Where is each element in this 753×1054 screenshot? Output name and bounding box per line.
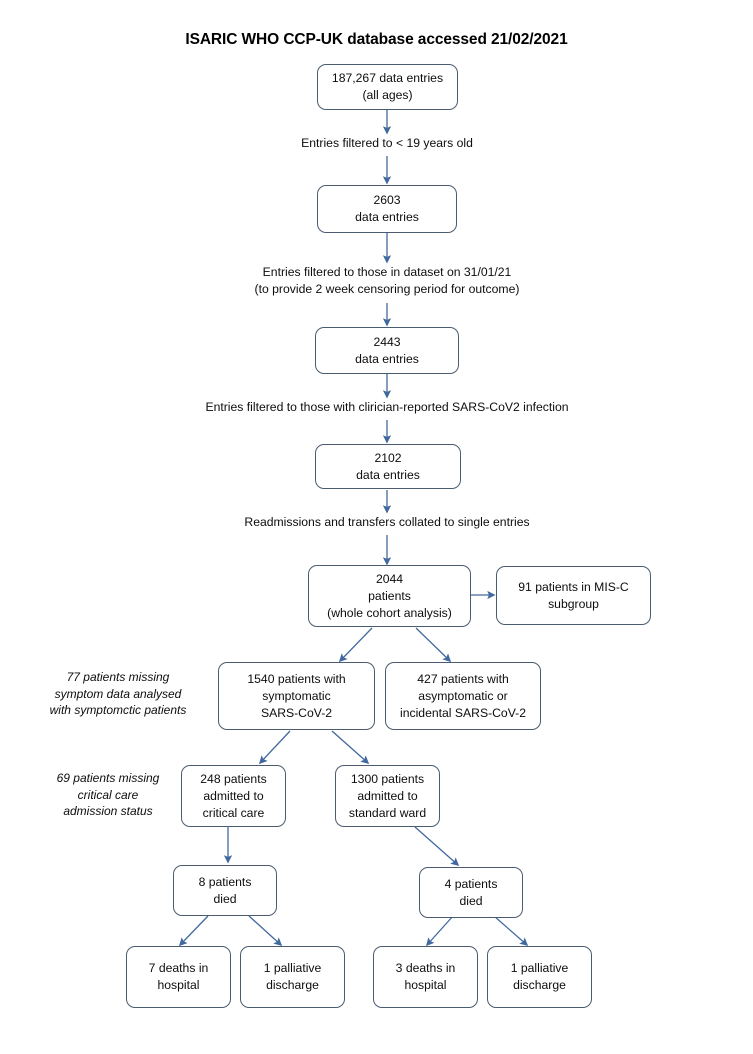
node-all-entries-label: 187,267 data entries(all ages) (331, 71, 444, 102)
node-all-entries: 187,267 data entries(all ages) (317, 64, 458, 110)
step-label-filter-dataset: Entries filtered to those in dataset on … (254, 265, 520, 296)
step-label-collate-readmissions: Readmissions and transfers collated to s… (244, 515, 530, 529)
step-label-filter-age: Entries filtered to < 19 years old (301, 136, 473, 150)
page-title: ISARIC WHO CCP-UK database accessed 21/0… (185, 31, 568, 48)
step-label-filter-clinician: Entries filtered to those with clirician… (205, 400, 569, 414)
